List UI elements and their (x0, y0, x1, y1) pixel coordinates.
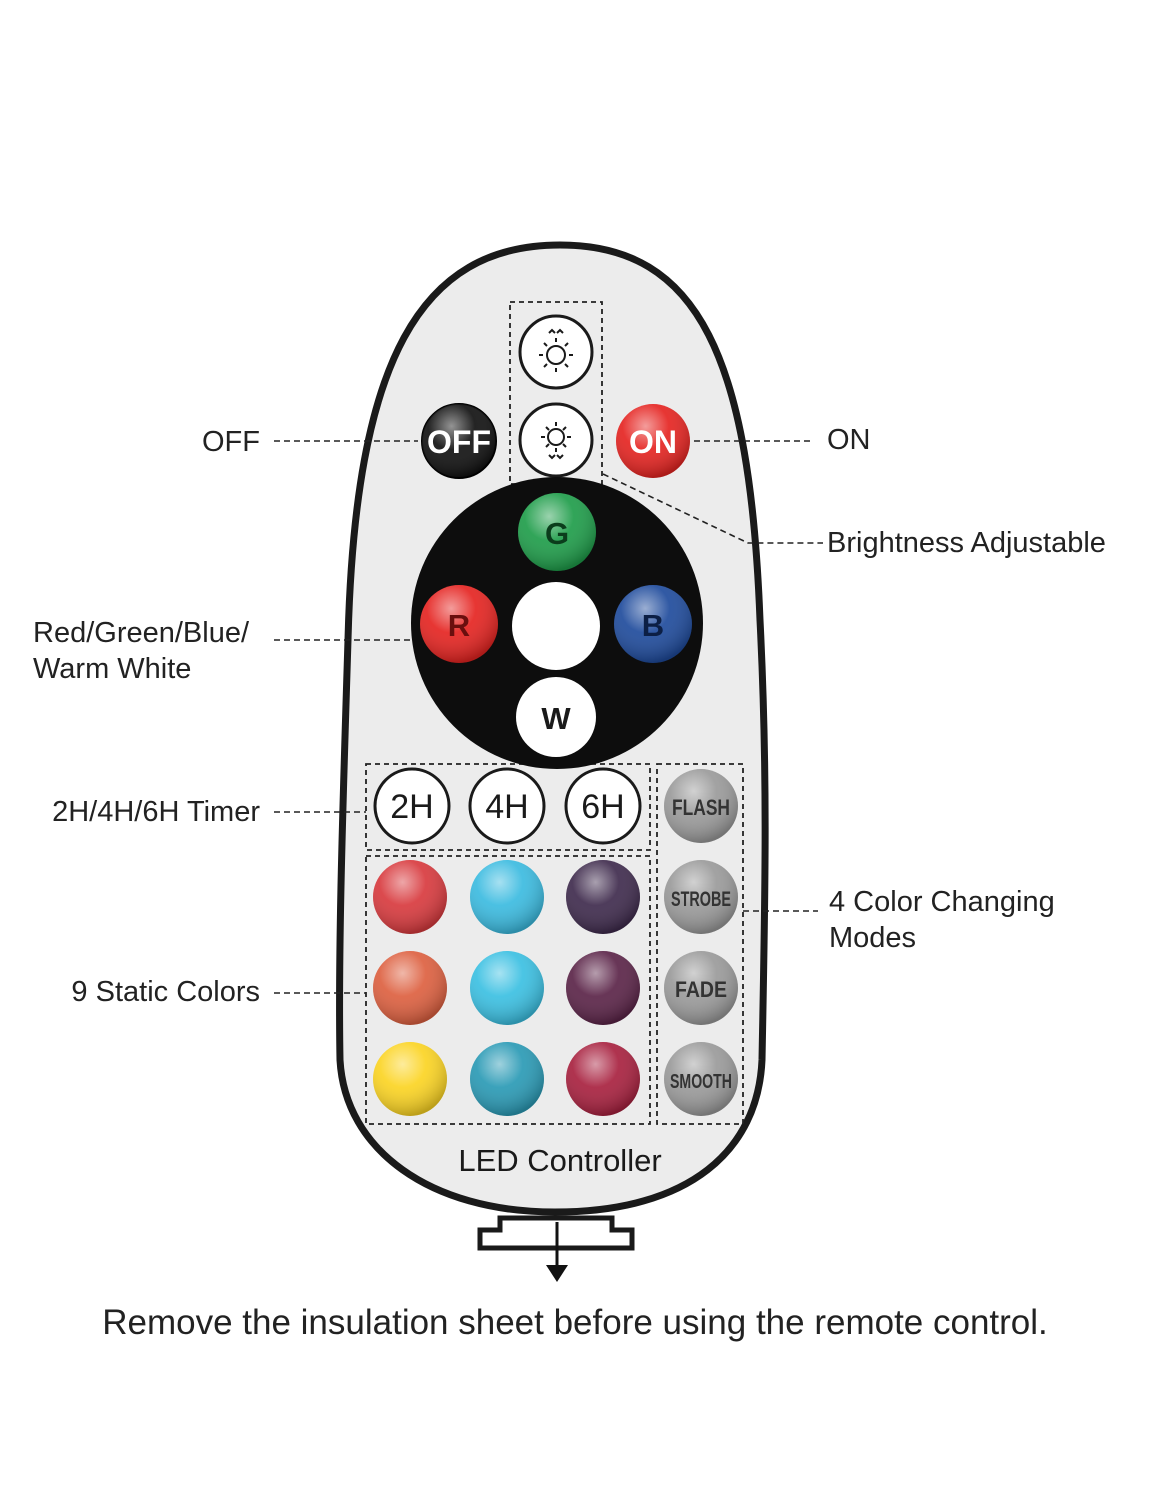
static-callout: 9 Static Colors (71, 976, 260, 1008)
flash-mode-label: FLASH (672, 795, 730, 820)
red-button-label: R (448, 608, 470, 643)
timer-4h-label: 4H (485, 788, 528, 826)
modes-callout-line2: Modes (829, 922, 916, 954)
instruction-text: Remove the insulation sheet before using… (102, 1303, 1048, 1342)
timer-6h-button[interactable]: 6H (564, 767, 642, 845)
static-colors-group-box (365, 855, 651, 1125)
rgbw-callout-line1: Red/Green/Blue/ (33, 617, 250, 649)
fade-mode-button[interactable]: FADE (664, 951, 738, 1025)
warm-white-button[interactable]: W (516, 677, 596, 757)
red-button[interactable]: R (420, 585, 498, 663)
timer-6h-label: 6H (581, 788, 624, 826)
off-button[interactable]: OFF (421, 403, 497, 479)
rgbw-callout-line2: Warm White (33, 653, 191, 685)
pull-arrow-head (546, 1265, 568, 1282)
off-callout: OFF (202, 426, 260, 458)
timer-2h-label: 2H (390, 788, 433, 826)
off-button-label: OFF (427, 424, 491, 460)
on-button-label: ON (629, 424, 677, 460)
smooth-mode-button[interactable]: SMOOTH (664, 1042, 738, 1116)
brightness-down-icon (541, 422, 571, 460)
on-callout: ON (827, 424, 871, 456)
timer-group-box (365, 763, 651, 851)
brightness-up-icon (539, 328, 573, 372)
blue-button[interactable]: B (614, 585, 692, 663)
brightness-leader-line (602, 473, 823, 544)
on-button[interactable]: ON (616, 404, 690, 478)
fade-mode-label: FADE (675, 977, 727, 1002)
green-button[interactable]: G (518, 493, 596, 571)
green-button-label: G (545, 516, 569, 551)
brightness-down-button[interactable] (518, 402, 594, 478)
controller-label: LED Controller (458, 1143, 661, 1178)
blue-button-label: B (642, 608, 664, 643)
smooth-mode-label: SMOOTH (670, 1071, 732, 1093)
warm-white-button-label: W (541, 701, 571, 736)
modes-group-box (656, 763, 744, 1125)
brightness-callout: Brightness Adjustable (827, 527, 1106, 559)
timer-4h-button[interactable]: 4H (468, 767, 546, 845)
flash-mode-button[interactable]: FLASH (664, 769, 738, 843)
modes-callout-line1: 4 Color Changing (829, 886, 1055, 918)
center-button[interactable] (512, 582, 600, 670)
strobe-mode-label: STROBE (671, 888, 731, 911)
timer-callout: 2H/4H/6H Timer (52, 796, 260, 828)
strobe-mode-button[interactable]: STROBE (664, 860, 738, 934)
timer-2h-button[interactable]: 2H (373, 767, 451, 845)
static-color-gloss (373, 860, 640, 1116)
brightness-up-button[interactable] (518, 314, 594, 390)
